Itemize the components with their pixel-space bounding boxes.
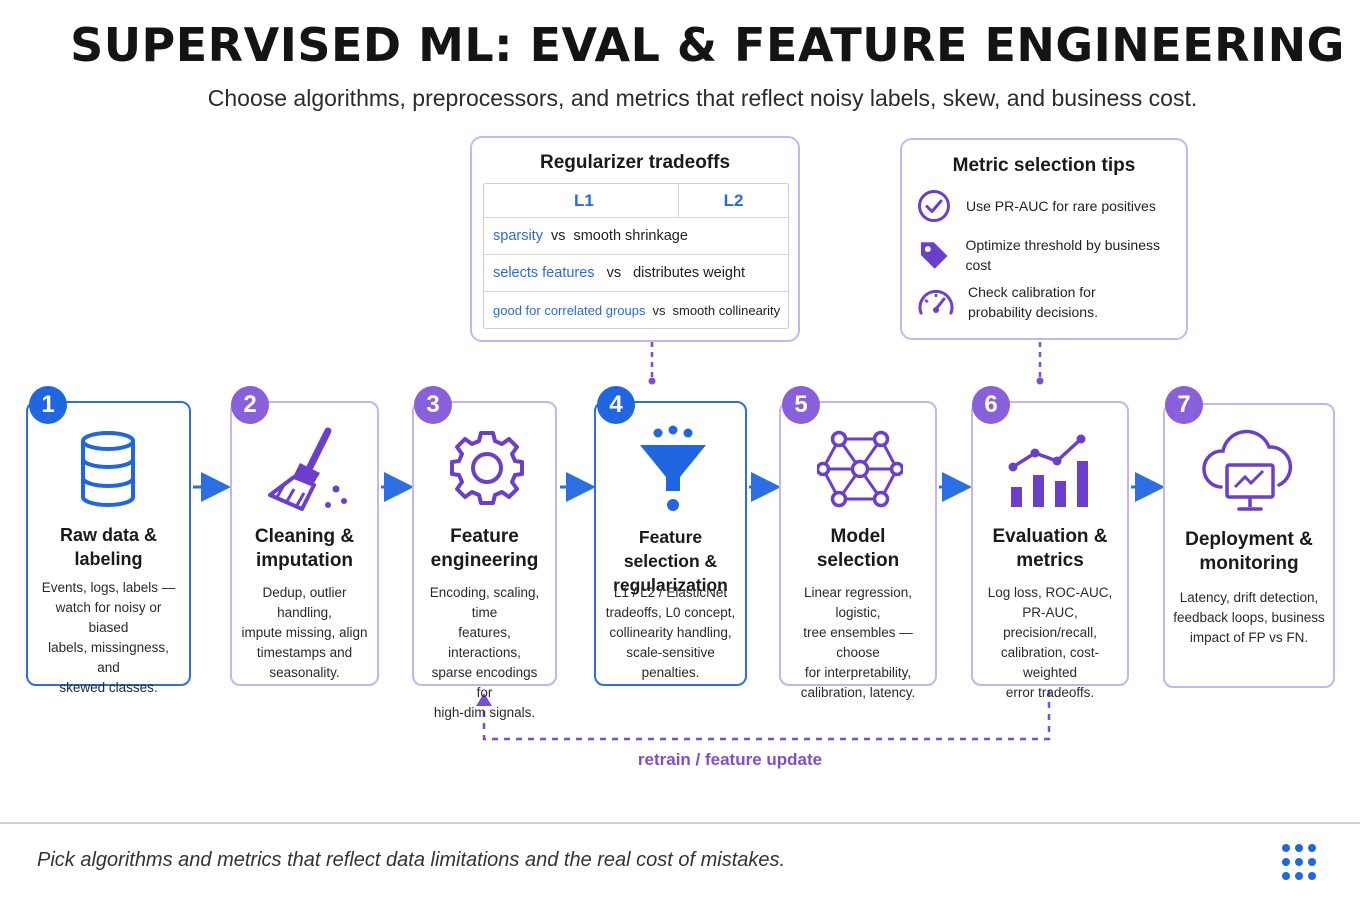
tip-item: Use PR-AUC for rare positives <box>916 188 1156 224</box>
l1-cell: selects features <box>493 265 595 281</box>
step-badge: 1 <box>29 386 67 424</box>
database-icon <box>81 431 135 507</box>
check-circle-icon <box>918 190 950 222</box>
dot-grid-logo-icon <box>1282 844 1316 880</box>
table-row: selects features vs distributes weight <box>484 254 788 291</box>
step-label: Feature selection &regularization <box>613 527 728 595</box>
step-desc: Latency, drift detection,feedback loops,… <box>1173 590 1325 645</box>
metric-selection-box: Metric selection tips Use PR-AUC for rar… <box>900 138 1188 340</box>
callout-dot <box>648 377 656 385</box>
step-badge: 6 <box>972 386 1010 424</box>
vs-cell: vs <box>606 265 622 281</box>
step-card-feature-selection: Feature selection &regularization L1 / L… <box>594 401 747 686</box>
step-card-deployment: Deployment &monitoring Latency, drift de… <box>1163 403 1335 688</box>
step-desc: Dedup, outlier handling,impute missing, … <box>241 585 368 680</box>
tip-text: Optimize threshold by business cost <box>965 237 1160 273</box>
col-l1-header: L1 <box>484 184 679 217</box>
regularizer-box-title: Regularizer tradeoffs <box>539 152 731 173</box>
l2-cell: smooth collinearity <box>672 302 781 318</box>
callout-dashes <box>650 342 1042 378</box>
tip-text: Use PR-AUC for rare positives <box>966 198 1156 214</box>
metric-box-title: Metric selection tips <box>952 155 1136 176</box>
tip-item: Optimize threshold by business cost <box>916 235 1186 275</box>
table-row: good for correlated groups vs smooth col… <box>484 291 788 328</box>
gauge-icon <box>918 290 954 315</box>
table-row: sparsity vs smooth shrinkage <box>484 217 788 254</box>
retrain-loop-label: retrain / feature update <box>637 750 823 769</box>
page-subtitle: Choose algorithms, preprocessors, and me… <box>207 85 1198 111</box>
step-badge: 4 <box>597 386 635 424</box>
broom-icon <box>268 427 347 511</box>
col-l2-header: L2 <box>723 190 744 210</box>
network-icon <box>817 430 903 508</box>
vs-cell: vs <box>550 228 566 244</box>
regularizer-table-header: L1 L2 <box>484 184 788 217</box>
tip-text: Check calibration for probability decisi… <box>968 284 1098 320</box>
step-label: Deployment &monitoring <box>1185 529 1313 574</box>
step-badge: 2 <box>231 386 269 424</box>
gear-icon <box>450 431 524 505</box>
l2-cell: distributes weight <box>633 265 746 281</box>
callout-dot <box>1036 377 1044 385</box>
regularizer-tradeoffs-box: Regularizer tradeoffs L1 L2 sparsity vs … <box>470 136 800 342</box>
step-label: Cleaning &imputation <box>254 526 355 571</box>
vs-cell: vs <box>652 302 666 318</box>
step-label: Evaluation &metrics <box>992 526 1108 571</box>
step-desc: Linear regression, logistic,tree ensembl… <box>800 585 916 700</box>
l1-cell: sparsity <box>493 228 543 244</box>
retrain-loop <box>482 690 1051 741</box>
tag-icon <box>920 242 948 269</box>
step-desc: Log loss, ROC-AUC,PR-AUC, precision/reca… <box>987 585 1113 700</box>
step-badge: 5 <box>782 386 820 424</box>
regularizer-table: L1 L2 sparsity vs smooth shrinkage selec… <box>483 183 789 329</box>
l1-cell: good for correlated groups <box>493 302 646 318</box>
step-label: Raw data & labeling <box>59 525 158 569</box>
step-badge: 7 <box>1165 386 1203 424</box>
step-desc: Events, logs, labels —watch for noisy or… <box>41 580 176 695</box>
footer-divider <box>0 822 1360 824</box>
step-badge: 3 <box>414 386 452 424</box>
tip-item: Check calibration for probability decisi… <box>916 282 1098 322</box>
step-card-cleaning: Cleaning &imputation Dedup, outlier hand… <box>230 401 379 686</box>
bar-chart-icon <box>1008 434 1088 507</box>
retrain-loop-arrowhead <box>476 693 492 706</box>
cloud-monitor-icon <box>1202 429 1293 511</box>
l2-cell: smooth shrinkage <box>573 228 688 244</box>
page-title: SUPERVISED ML: EVAL & FEATURE ENGINEERIN… <box>70 18 1345 72</box>
step-card-evaluation: Evaluation &metrics Log loss, ROC-AUC,PR… <box>971 401 1129 700</box>
footer-caption: Pick algorithms and metrics that reflect… <box>37 849 786 871</box>
step-card-raw-data: Raw data & labeling Events, logs, labels… <box>26 401 191 695</box>
funnel-icon <box>640 425 706 511</box>
